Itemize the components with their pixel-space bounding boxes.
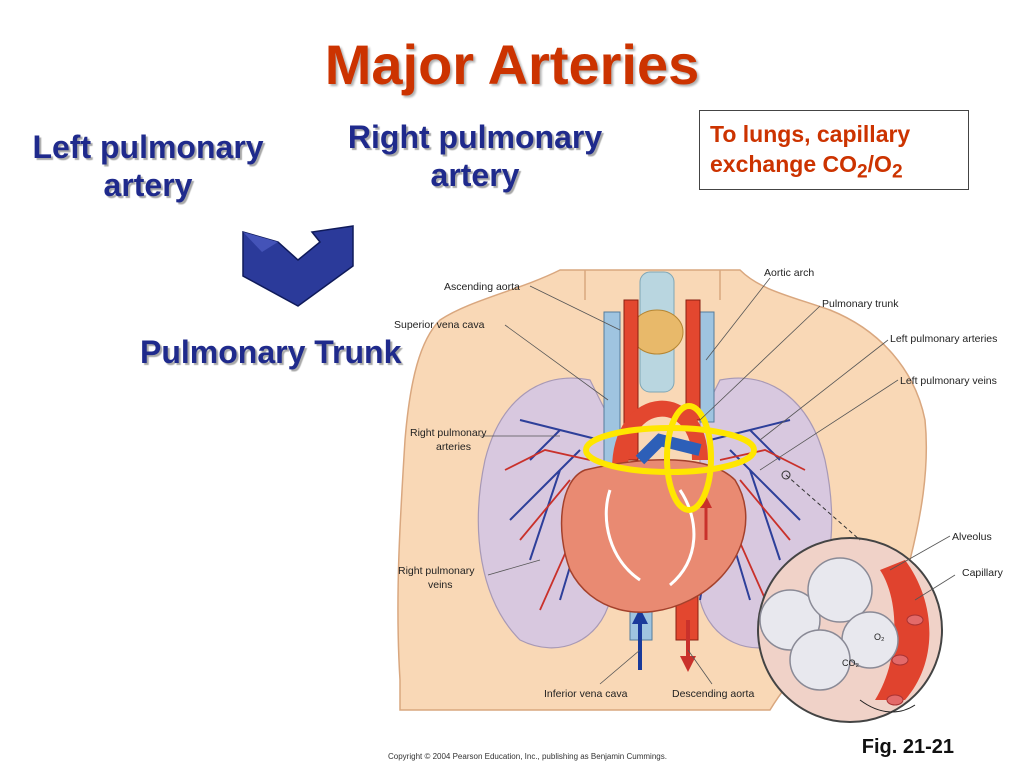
slide-title: Major Arteries <box>324 33 700 96</box>
note-line-1: To lungs, capillary <box>710 121 911 147</box>
trachea-illustration <box>630 271 684 393</box>
aortic-arch-label: Aortic arch <box>764 267 814 279</box>
ascending-aorta-label: Ascending aorta <box>444 281 520 293</box>
note-line-2: exchange CO2/O2 <box>710 149 958 188</box>
capillary-exchange-note: To lungs, capillary exchange CO2/O2 <box>699 110 969 190</box>
right-pulmonary-arteries-label-2: arteries <box>436 441 471 453</box>
note-o-text: /O <box>867 151 892 177</box>
copyright-text: Copyright © 2004 Pearson Education, Inc.… <box>388 752 667 761</box>
alveolus-label: Alveolus <box>952 531 992 543</box>
o2-label: O₂ <box>874 632 885 642</box>
alveolus-inset <box>757 470 943 723</box>
note-sub-2b: 2 <box>891 161 903 183</box>
note-sub-2a: 2 <box>857 161 868 183</box>
right-pulmonary-artery-label: Right pulmonary artery <box>347 119 603 193</box>
highlight-rings <box>583 403 757 513</box>
left-pulmonary-arteries-label: Left pulmonary arteries <box>890 333 997 345</box>
figure-reference: Fig. 21-21 <box>861 736 954 758</box>
right-pulmonary-veins-label-1: Right pulmonary <box>398 565 475 577</box>
pulmonary-trunk-anatomy-label: Pulmonary trunk <box>822 298 899 310</box>
right-pulmonary-arteries-label-1: Right pulmonary <box>410 427 487 439</box>
inferior-vena-cava-label: Inferior vena cava <box>544 688 628 700</box>
capillary-label: Capillary <box>962 567 1004 579</box>
superior-vena-cava-label: Superior vena cava <box>394 319 485 331</box>
note-co-text: exchange CO <box>710 151 857 177</box>
right-pulmonary-veins-label-2: veins <box>428 579 453 591</box>
co2-label: CO₂ <box>842 658 860 668</box>
leader-lines <box>480 277 956 685</box>
pulmonary-trunk-label: Pulmonary Trunk <box>140 334 402 370</box>
heart-illustration <box>560 433 747 613</box>
left-pulmonary-veins-label: Left pulmonary veins <box>900 375 997 387</box>
descending-aorta-label: Descending aorta <box>672 688 754 700</box>
branch-arrow-icon <box>242 225 354 307</box>
left-pulmonary-artery-label: Left pulmonary artery <box>32 129 264 203</box>
